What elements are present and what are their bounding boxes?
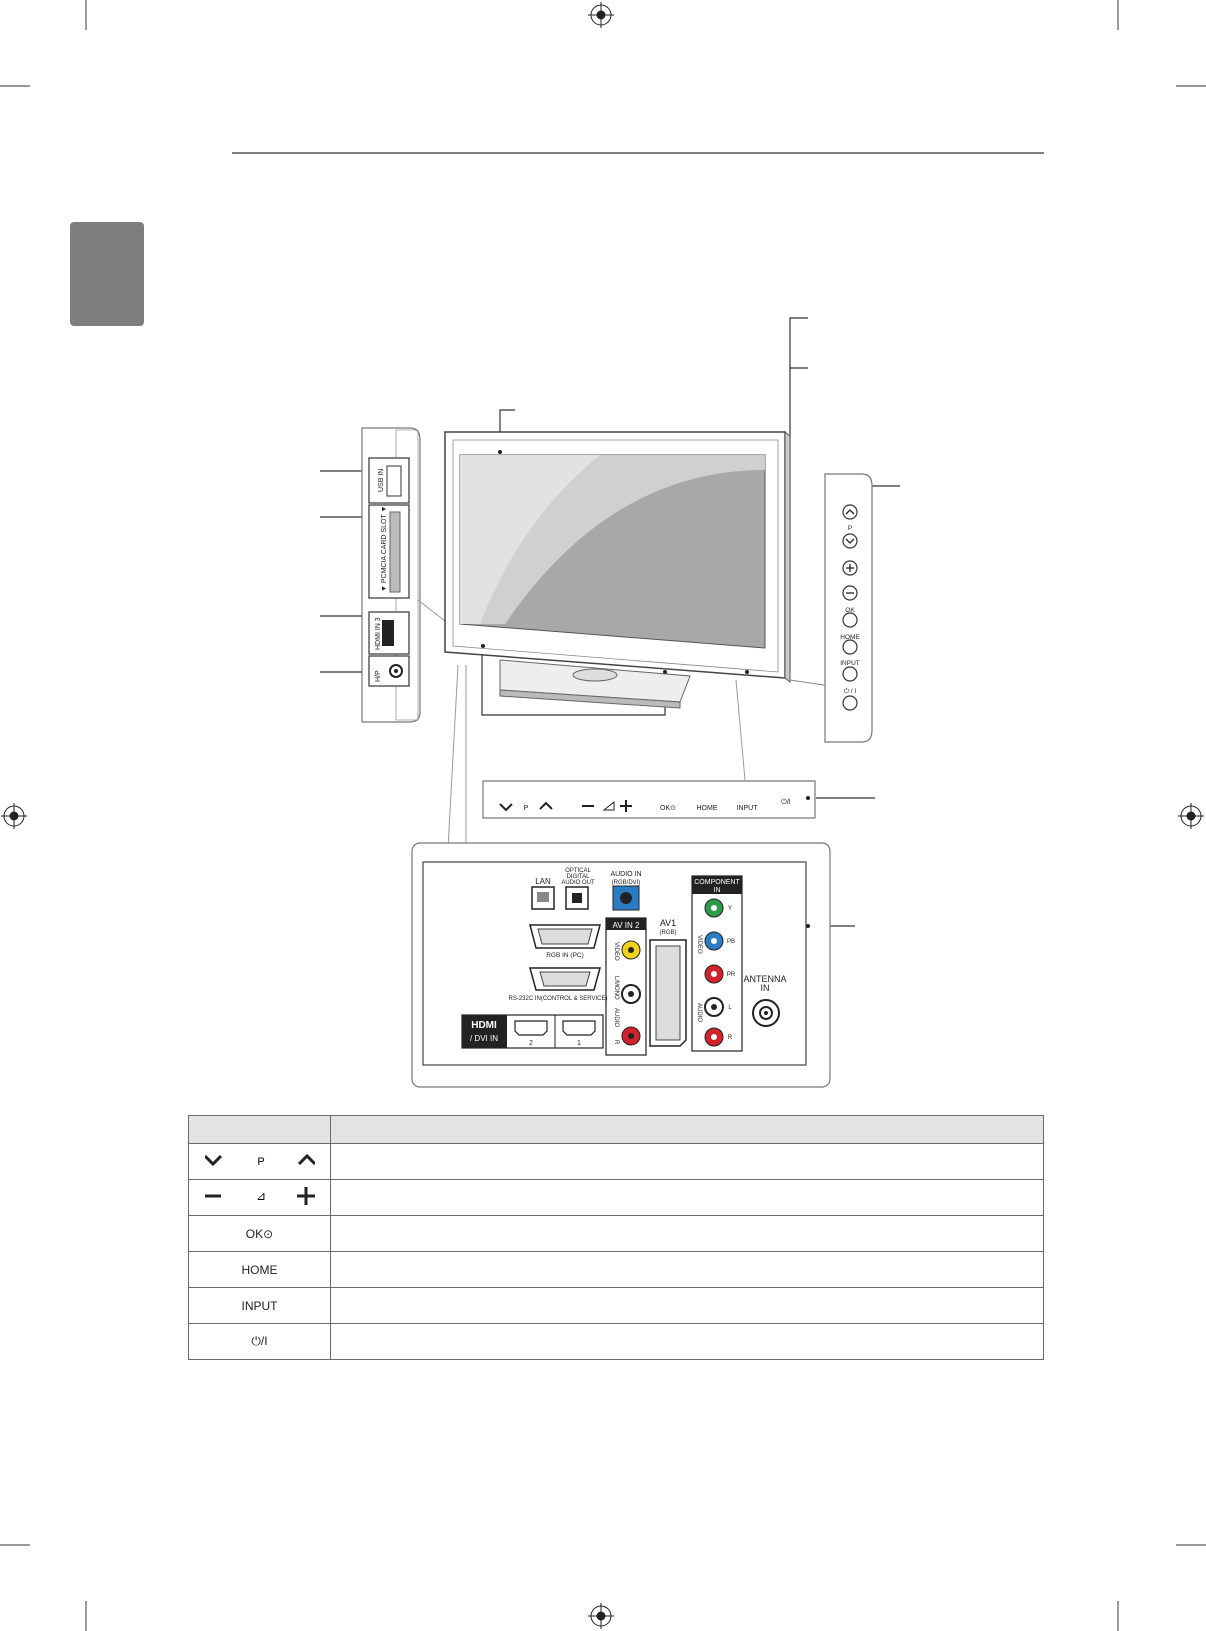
table-header-cell <box>330 1115 1044 1144</box>
rear-connector-panel <box>411 842 831 1088</box>
audio-in-label-2: (RGB/DVI) <box>612 880 641 886</box>
side-p-label: P <box>848 525 852 532</box>
table-row: OK⊙ <box>188 1215 1044 1252</box>
hdmi3-label: HDMI IN 3 <box>375 617 382 650</box>
dvi-in-label: / DVI IN <box>470 1034 498 1043</box>
front-ok-label: OK⊙ <box>660 805 676 812</box>
av2-mono-label: L/MONO <box>613 976 619 1000</box>
table-row: ⊿ <box>188 1179 1044 1216</box>
pb-label: PB <box>727 939 735 945</box>
side-power-label: ⏻ / I <box>844 688 857 695</box>
volume-label: ⊿ <box>255 1189 265 1203</box>
channel-keys-icon: P <box>203 1153 316 1168</box>
desc-cell <box>330 1143 1044 1180</box>
side-input-button <box>842 666 858 682</box>
key-cell-channel: P <box>188 1143 331 1180</box>
pr-label: PR <box>727 972 736 978</box>
front-home-label: HOME <box>697 805 718 812</box>
hdmi-port-1-label: 1 <box>577 1040 581 1047</box>
side-ch-down-button <box>842 533 858 549</box>
desc-cell <box>330 1179 1044 1216</box>
antenna-label-1: ANTENNA <box>743 974 786 984</box>
front-power-label: ⏻/I <box>781 798 790 806</box>
front-p-label: P <box>524 805 529 812</box>
desc-cell <box>330 1287 1044 1324</box>
front-input-label: INPUT <box>737 805 759 812</box>
y-label: Y <box>728 906 732 912</box>
component-l-label: L <box>728 1005 732 1011</box>
desc-cell <box>330 1215 1044 1252</box>
side-power-button <box>842 695 858 711</box>
audio-in-label-1: AUDIO IN <box>610 871 641 878</box>
comp-audio-label: AUDIO <box>696 1003 702 1022</box>
component-label-1: COMPONENT <box>694 879 740 886</box>
table-row: INPUT <box>188 1287 1044 1324</box>
lan-label: LAN <box>535 877 551 886</box>
table-row: P <box>188 1143 1044 1180</box>
rs232-label: RS-232C IN(CONTROL & SERVICE) <box>508 996 607 1002</box>
av2-video-label: VIDEO <box>613 942 619 961</box>
table-row: HOME <box>188 1251 1044 1288</box>
key-cell-input: INPUT <box>188 1287 331 1324</box>
key-cell-volume: ⊿ <box>188 1179 331 1216</box>
front-control-bar <box>482 780 816 819</box>
key-cell-ok: OK⊙ <box>188 1215 331 1252</box>
hdmi1-port <box>562 1020 596 1036</box>
table-header-row <box>188 1115 1044 1144</box>
side-home-button <box>842 639 858 655</box>
hdmi2-port <box>514 1020 548 1036</box>
side-input-label: INPUT <box>840 660 860 667</box>
hdmi-port-2-label: 2 <box>529 1040 533 1047</box>
hdmi-logo: HDMI <box>471 1020 497 1031</box>
volume-keys-icon: ⊿ <box>204 1187 315 1205</box>
side-ch-up-button <box>842 504 858 520</box>
antenna-label-2: IN <box>761 983 770 993</box>
pcmcia-label: ▼ PCMCIA CARD SLOT ▼ <box>381 506 388 592</box>
av2-r-label: R <box>613 1040 619 1045</box>
desc-cell <box>330 1323 1044 1360</box>
component-label-2: IN <box>714 887 721 894</box>
side-ok-button <box>842 612 858 628</box>
pcmcia-slot <box>368 504 410 599</box>
desc-cell <box>330 1251 1044 1288</box>
optical-label-3: AUDIO OUT <box>561 880 595 886</box>
av1-label: AV1 <box>660 918 676 928</box>
headphone-label: H/P <box>375 670 382 682</box>
key-cell-power: ⏻/I <box>188 1323 331 1360</box>
av-in2-label: AV IN 2 <box>613 921 641 930</box>
rgb-label: (RGB) <box>660 930 677 936</box>
rgb-in-label: RGB IN (PC) <box>546 952 584 959</box>
side-ok-label: OK <box>845 607 855 614</box>
comp-video-label: VIDEO <box>696 935 702 954</box>
channel-p-label: P <box>257 1156 264 1168</box>
optical-label-1: OPTICAL <box>565 868 591 874</box>
buttons-table: P ⊿ OK⊙ HOME INPUT ⏻/I <box>188 1115 1044 1360</box>
usb-label: USB IN <box>378 469 385 492</box>
component-r-label: R <box>728 1035 733 1041</box>
chapter-tab <box>70 222 144 326</box>
side-buttons-panel <box>824 473 873 743</box>
table-header-cell <box>188 1115 331 1144</box>
key-cell-home: HOME <box>188 1251 331 1288</box>
side-connector-panel <box>361 427 451 723</box>
side-home-label: HOME <box>840 634 860 641</box>
optical-label-2: DIGITAL <box>567 874 591 880</box>
tv-illustration <box>444 430 831 849</box>
table-row: ⏻/I <box>188 1323 1044 1360</box>
av2-audio-label: AUDIO <box>613 1008 619 1027</box>
